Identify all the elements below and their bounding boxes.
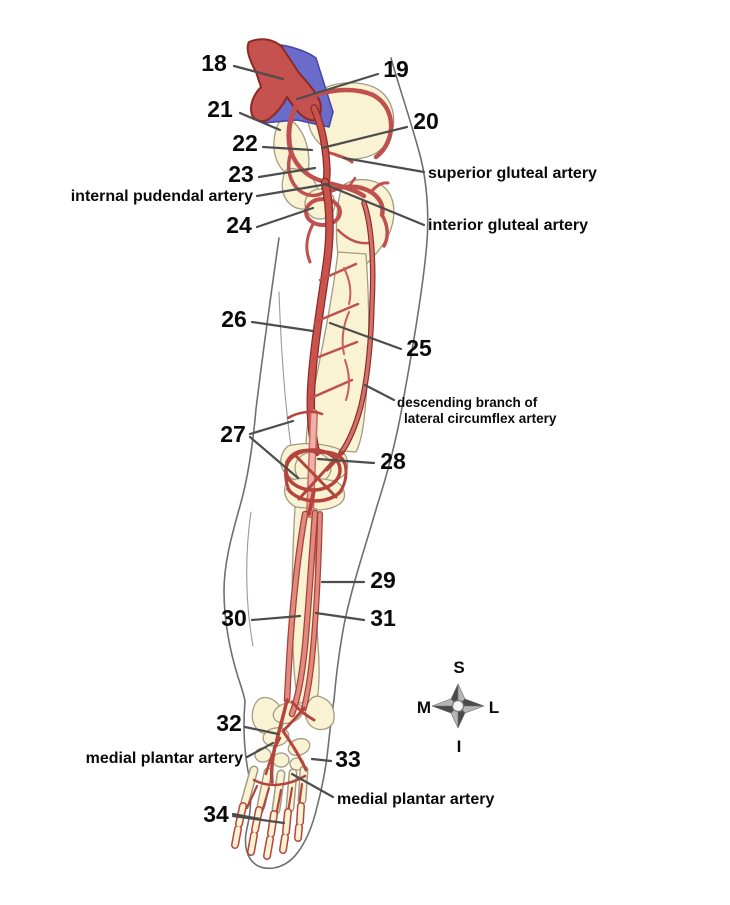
label-25: 25 — [406, 335, 432, 361]
compass-inferior-label: I — [457, 737, 462, 756]
leader-line — [363, 383, 396, 402]
label-26: 26 — [221, 306, 247, 332]
cuneiform-bone — [272, 752, 290, 768]
cuneiform-bone — [254, 747, 272, 763]
obturator-artery — [287, 150, 328, 198]
leader-line — [243, 725, 280, 736]
leader-line — [316, 457, 376, 465]
muscle-line-calf — [246, 511, 254, 647]
leader-line — [255, 182, 330, 198]
label-21: 21 — [207, 96, 233, 122]
arteries — [245, 38, 394, 818]
leader-line — [245, 741, 275, 759]
nutrient-arteries — [341, 267, 352, 401]
compass-superior-label: S — [453, 658, 464, 677]
leader-line — [342, 156, 426, 174]
leader-line — [232, 64, 285, 81]
circumflex-branch — [336, 228, 370, 245]
label-internal-pudendal-artery: internal pudendal artery — [71, 188, 253, 205]
foot-arteries — [245, 698, 316, 818]
leader-line — [231, 814, 286, 825]
inferior-gluteal-artery-vessel — [380, 213, 389, 248]
leader-line — [248, 435, 300, 480]
label-medial-plantar-artery-left: medial plantar artery — [86, 750, 244, 767]
circumflex-ring-artery — [304, 197, 342, 227]
label-29: 29 — [370, 567, 396, 593]
label-31: 31 — [370, 605, 396, 631]
gluteal-fork — [369, 181, 390, 194]
compass-rose: S M L I — [417, 658, 499, 756]
leader-line — [328, 321, 403, 351]
label-20: 20 — [413, 108, 439, 134]
cuboid-bone — [287, 737, 311, 757]
leader-line — [250, 614, 302, 622]
label-24: 24 — [226, 212, 252, 238]
label-18: 18 — [201, 50, 227, 76]
label-interior-gluteal-artery: interior gluteal artery — [428, 217, 588, 234]
perforating-arteries — [309, 262, 360, 400]
leader-line — [261, 145, 314, 152]
leader-line — [314, 611, 366, 622]
label-33: 33 — [335, 746, 361, 772]
tibial-arteries — [283, 509, 323, 718]
lateral-malleolus-bone — [304, 695, 335, 731]
leader-line — [290, 772, 335, 799]
leader-line — [320, 125, 409, 150]
number-labels: 18 19 21 22 23 24 20 26 25 27 28 29 30 3… — [201, 50, 439, 827]
label-30: 30 — [221, 605, 247, 631]
label-superior-gluteal-artery: superior gluteal artery — [428, 165, 597, 182]
leader-line — [248, 419, 295, 436]
outline-medial — [223, 237, 280, 702]
text-labels: internal pudendal artery superior glutea… — [71, 165, 597, 808]
small-branch — [346, 176, 357, 190]
label-descending-branch-line1: descending branch of — [397, 395, 538, 410]
compass-medial-label: M — [417, 698, 431, 717]
profunda-artery — [305, 222, 315, 264]
leader-line — [255, 206, 315, 229]
label-medial-plantar-artery-right: medial plantar artery — [337, 791, 495, 808]
leader-line — [257, 166, 317, 179]
label-22: 22 — [232, 130, 258, 156]
label-descending-branch-line2: lateral circumflex artery — [404, 411, 557, 426]
label-34: 34 — [203, 801, 229, 827]
label-19: 19 — [383, 56, 409, 82]
leader-lines — [231, 64, 426, 825]
leader-line — [322, 182, 426, 227]
leader-line — [295, 72, 380, 101]
toe-bones — [231, 802, 305, 860]
compass-star-icon — [431, 683, 485, 729]
leader-line — [310, 757, 333, 763]
muscle-line-medial — [278, 291, 292, 447]
label-27: 27 — [220, 421, 246, 447]
label-23: 23 — [228, 161, 254, 187]
outline-lateral — [333, 57, 429, 701]
label-28: 28 — [380, 448, 406, 474]
leader-line — [238, 111, 282, 132]
compass-lateral-label: L — [489, 698, 499, 717]
label-32: 32 — [216, 710, 242, 736]
leader-line — [250, 320, 315, 333]
descending-branch-artery — [339, 201, 375, 455]
superior-gluteal-artery — [299, 87, 394, 160]
